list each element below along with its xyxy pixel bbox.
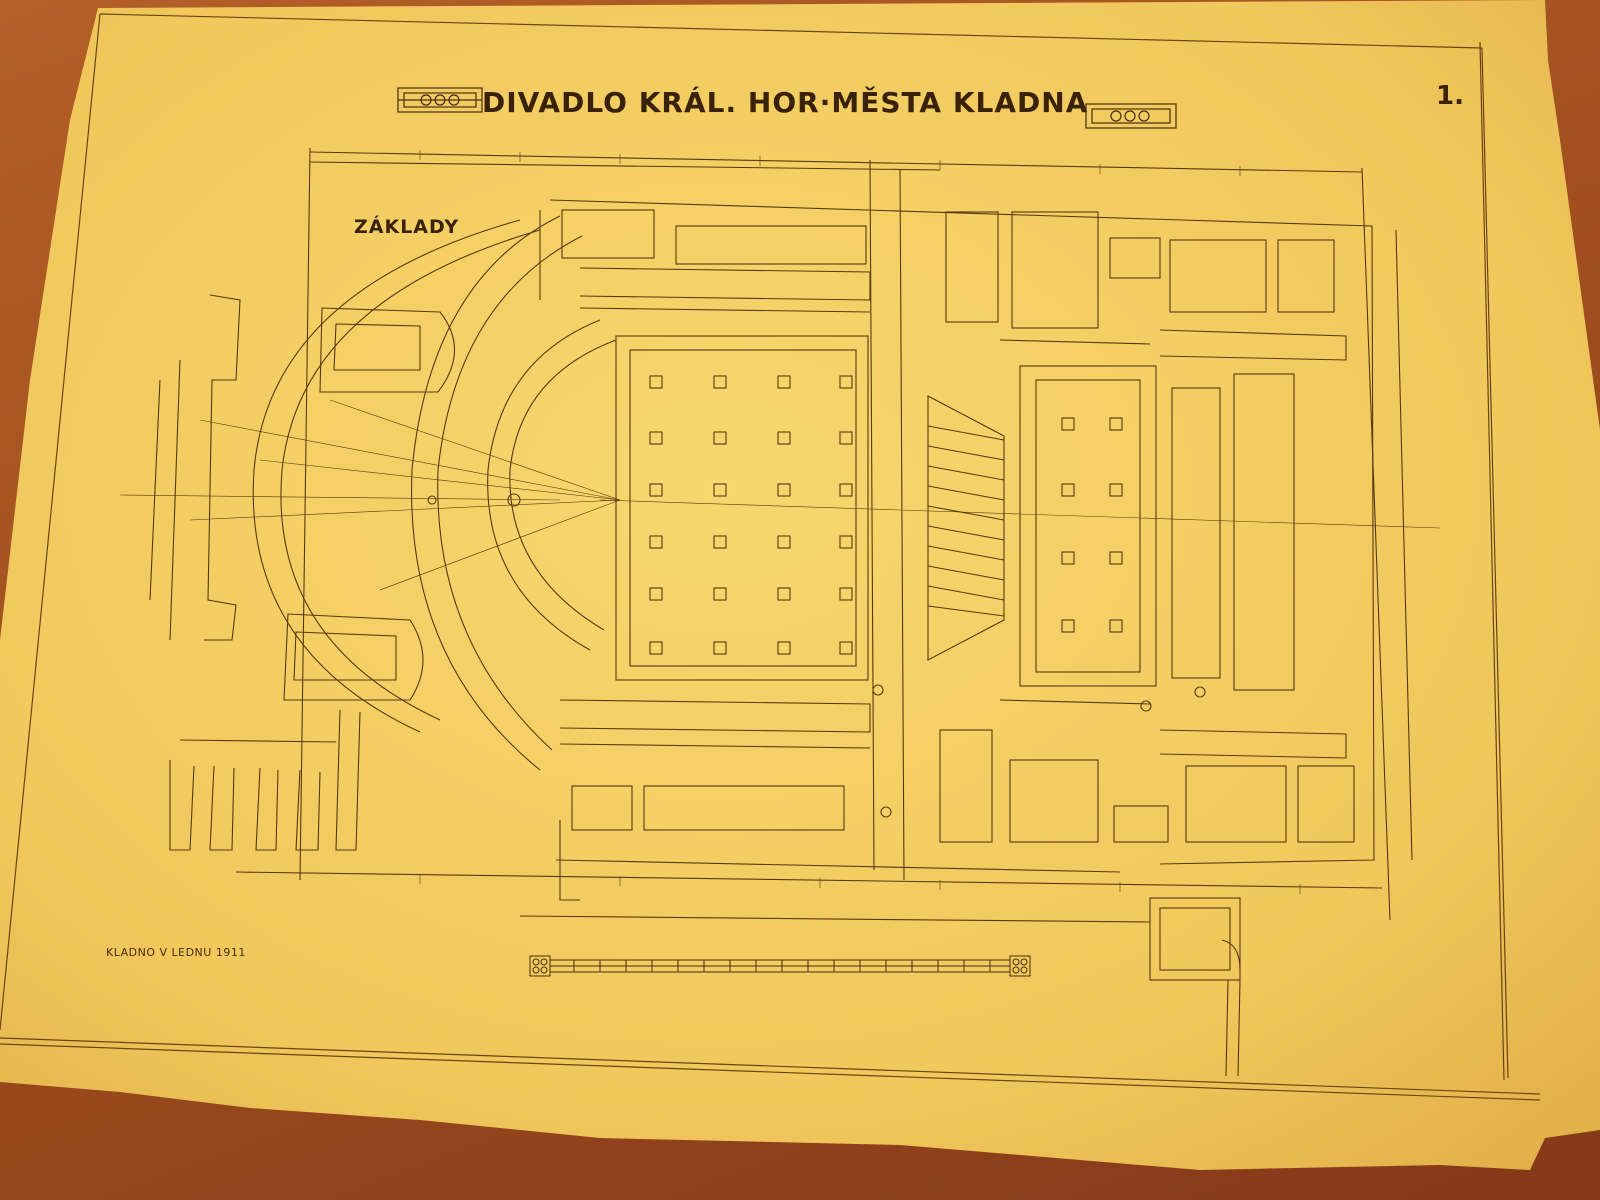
place-date: KLADNO V LEDNU 1911 [106, 946, 246, 959]
title-frame [397, 87, 1177, 129]
plan-label: ZÁKLADY [354, 216, 460, 238]
sheet-border [0, 13, 1541, 1101]
pillar-grid [649, 375, 1123, 655]
sheet-number: 1. [1436, 81, 1464, 111]
scale-bar-icon [529, 955, 1031, 977]
sight-lines [119, 399, 1441, 591]
drawing-title: DIVADLO KRÁL. HOR·MĚSTA KLADNA [482, 86, 1089, 119]
stair-treads [927, 425, 1005, 617]
foundation-plan [119, 147, 1441, 1077]
paper-shape [0, 0, 1600, 1170]
